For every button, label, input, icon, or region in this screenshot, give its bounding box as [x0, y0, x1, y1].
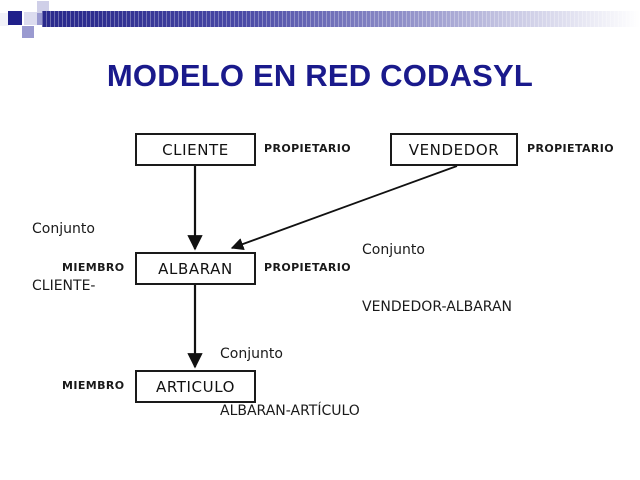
entity-label-articulo: ARTICULO [155, 377, 236, 396]
set-label-line2: VENDEDOR-ALBARAN [362, 299, 512, 315]
role-label-cliente-propietario: PROPIETARIO [264, 142, 352, 155]
banner-square-bottom [22, 26, 34, 38]
entity-label-vendedor: VENDEDOR [408, 140, 500, 159]
set-label-line1: Conjunto [362, 242, 425, 258]
set-label-line1: Conjunto [32, 221, 95, 237]
banner-square-light [24, 12, 37, 25]
entity-box-articulo[interactable]: ARTICULO [135, 370, 256, 403]
role-label-albaran-miembro: MIEMBRO [62, 261, 125, 274]
set-label-albaran-articulo: Conjunto ALBARAN-ARTÍCULO [220, 307, 360, 459]
entity-label-albaran: ALBARAN [158, 259, 233, 278]
banner-square-fade [0, 13, 9, 26]
banner-stripes [42, 11, 640, 27]
entity-box-cliente[interactable]: CLIENTE [135, 133, 256, 166]
banner-square-top [37, 1, 49, 13]
banner-gradient-bar [42, 11, 640, 27]
entity-label-cliente: CLIENTE [162, 140, 229, 159]
role-label-vendedor-propietario: PROPIETARIO [527, 142, 615, 155]
page-title: MODELO EN RED CODASYL [106, 58, 534, 93]
entity-box-vendedor[interactable]: VENDEDOR [390, 133, 518, 166]
banner-square-dark [8, 11, 22, 25]
entity-box-albaran[interactable]: ALBARAN [135, 252, 256, 285]
set-label-line1: Conjunto [220, 346, 283, 362]
role-label-albaran-propietario: PROPIETARIO [264, 261, 352, 274]
set-label-cliente-albaran: Conjunto CLIENTE- [32, 182, 95, 334]
set-label-line2: ALBARAN-ARTÍCULO [220, 403, 360, 419]
role-label-articulo-miembro: MIEMBRO [62, 379, 125, 392]
header-banner [0, 0, 640, 46]
set-label-line2: CLIENTE- [32, 278, 96, 294]
set-label-vendedor-albaran: Conjunto VENDEDOR-ALBARAN [362, 203, 512, 355]
